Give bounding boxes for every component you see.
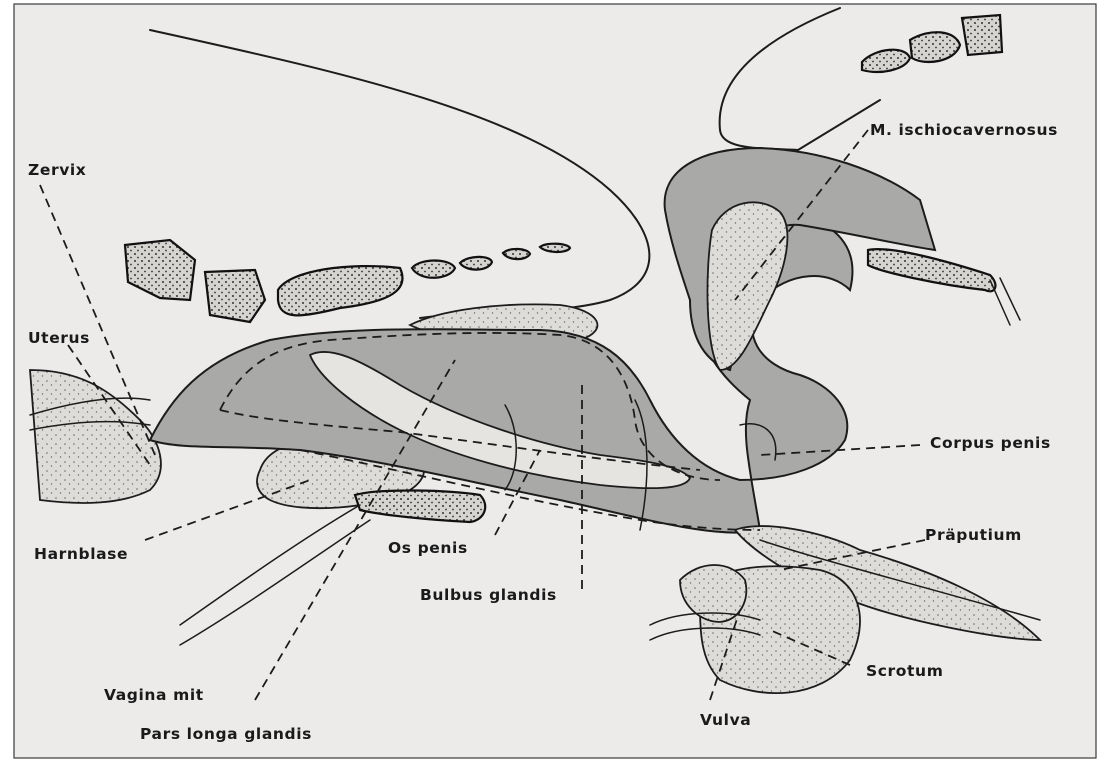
label-pars-longa: Pars longa glandis: [140, 725, 312, 743]
label-scrotum: Scrotum: [866, 662, 943, 680]
label-ischiocavernosus: M. ischiocavernosus: [870, 121, 1058, 139]
label-harnblase: Harnblase: [34, 545, 128, 563]
label-zervix: Zervix: [28, 161, 86, 179]
label-bulbus: Bulbus glandis: [420, 586, 557, 604]
label-os-penis: Os penis: [388, 539, 468, 557]
label-praeputium: Präputium: [925, 526, 1022, 544]
label-vagina: Vagina mit: [104, 686, 204, 704]
label-corpus-penis: Corpus penis: [930, 434, 1051, 452]
label-uterus: Uterus: [28, 329, 90, 347]
label-vulva: Vulva: [700, 711, 751, 729]
